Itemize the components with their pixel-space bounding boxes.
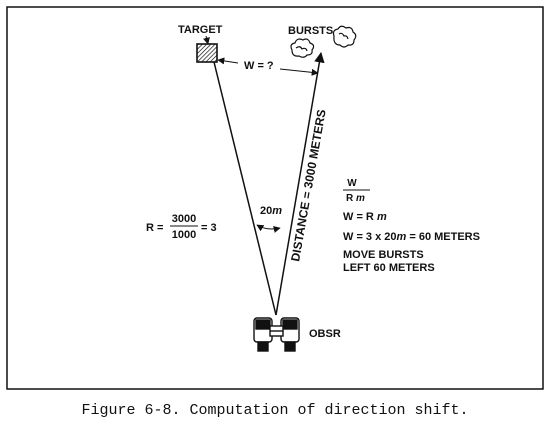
figure-caption: Figure 6-8. Computation of direction shi… bbox=[81, 402, 469, 419]
svg-text:3000: 3000 bbox=[172, 213, 196, 225]
svg-text:MOVE BURSTS: MOVE BURSTS bbox=[343, 249, 424, 261]
bursts-label: BURSTS bbox=[288, 25, 333, 37]
svg-text:LEFT 60 METERS: LEFT 60 METERS bbox=[343, 262, 435, 274]
burst-icon bbox=[290, 38, 315, 58]
figure-frame bbox=[6, 6, 544, 390]
target-pointer bbox=[203, 35, 210, 45]
w-unknown-label: W = ? bbox=[244, 60, 274, 72]
svg-text:W = 3 x 20m = 60 METERS: W = 3 x 20m = 60 METERS bbox=[343, 231, 480, 243]
formula-block: W R m W = R m W = 3 x 20m = 60 METERS MO… bbox=[343, 178, 480, 274]
range-factor: R = 3000 1000 = 3 bbox=[146, 213, 217, 241]
target-label: TARGET bbox=[178, 24, 223, 36]
svg-text:W: W bbox=[347, 178, 357, 189]
w-arrow-left bbox=[217, 57, 239, 65]
svg-text:= 3: = 3 bbox=[201, 222, 217, 234]
angle-label: 20m bbox=[260, 205, 282, 217]
line-to-bursts bbox=[275, 51, 325, 316]
observer-label: OBSR bbox=[309, 328, 341, 340]
svg-text:R m: R m bbox=[346, 193, 365, 204]
line-to-target bbox=[213, 61, 277, 316]
angle-arc bbox=[256, 224, 281, 233]
svg-text:W = R m: W = R m bbox=[343, 211, 387, 223]
w-arrow-right bbox=[279, 68, 319, 76]
svg-text:R =: R = bbox=[146, 222, 163, 234]
svg-text:1000: 1000 bbox=[172, 229, 196, 241]
burst-icon bbox=[332, 25, 357, 48]
binoculars-icon bbox=[253, 317, 300, 352]
distance-label: DISTANCE = 3000 METERS bbox=[288, 108, 329, 262]
target-box bbox=[196, 43, 218, 63]
